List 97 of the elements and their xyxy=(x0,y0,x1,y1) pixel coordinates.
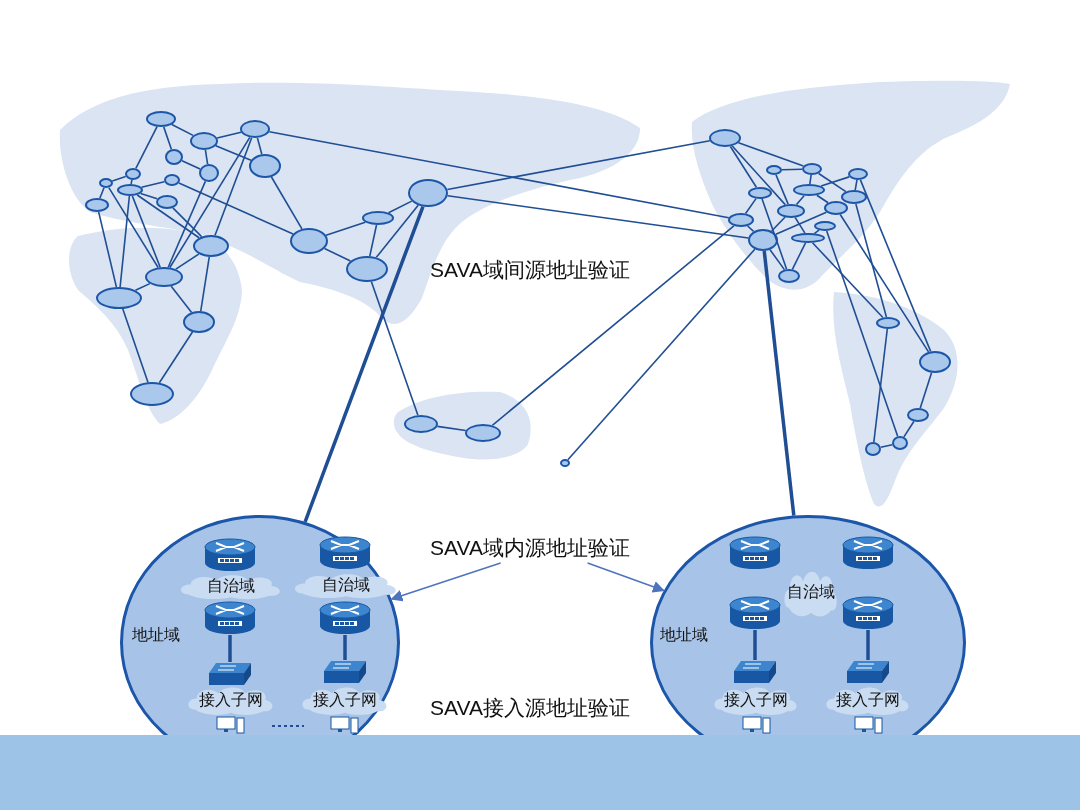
cloud-label: 接入子网 xyxy=(836,690,900,710)
connector-line xyxy=(323,247,352,262)
connector-line xyxy=(873,328,889,443)
network-node-ellipse xyxy=(560,459,570,467)
connector-line xyxy=(775,174,789,205)
connector-line xyxy=(491,225,735,427)
connector-line xyxy=(746,225,755,233)
connector-line xyxy=(268,130,730,219)
connector-line xyxy=(436,425,467,432)
network-node-ellipse xyxy=(766,165,782,175)
network-node-ellipse xyxy=(814,221,836,231)
connector-line xyxy=(108,186,159,269)
connector-line xyxy=(813,229,820,235)
connector-line xyxy=(170,285,193,314)
connector-line xyxy=(769,248,786,271)
network-node-ellipse xyxy=(130,382,174,406)
connector-line xyxy=(761,198,788,270)
connector-line xyxy=(228,635,232,662)
connector-line xyxy=(169,136,251,269)
connector-line xyxy=(903,420,915,438)
connector-line xyxy=(854,179,858,191)
connector-line xyxy=(816,194,829,204)
cloud-label: 自治域 xyxy=(207,576,255,596)
connector-line xyxy=(256,137,263,156)
arrow xyxy=(390,562,502,602)
connector-line xyxy=(839,213,930,353)
connector-line xyxy=(167,180,207,269)
connector-line xyxy=(753,630,757,660)
cloud-label: 接入子网 xyxy=(724,690,788,710)
connector-line xyxy=(855,203,888,318)
connector-line xyxy=(375,204,419,259)
domain-label: 地址域 xyxy=(132,625,180,645)
connector-line xyxy=(781,168,803,171)
connector-line xyxy=(121,308,149,383)
connector-line xyxy=(343,635,347,660)
connector-line xyxy=(99,187,105,199)
connector-line xyxy=(811,242,884,319)
connector-line xyxy=(175,253,200,270)
connector-line xyxy=(181,159,201,170)
connector-line xyxy=(111,175,127,182)
connector-line xyxy=(172,207,203,238)
connector-line xyxy=(795,194,805,206)
connector-line xyxy=(729,145,758,189)
cloud-label: 接入子网 xyxy=(313,690,377,710)
connector-line xyxy=(171,123,194,137)
connector-line xyxy=(370,280,419,416)
connector-line xyxy=(919,371,933,409)
connector-line xyxy=(204,149,209,165)
connector-line xyxy=(158,331,194,384)
cloud-label: 接入子网 xyxy=(199,690,263,710)
connector-line xyxy=(775,211,828,236)
connector-line xyxy=(216,131,242,139)
connector-line xyxy=(178,182,294,235)
connector-line xyxy=(368,224,378,257)
connector-line xyxy=(162,126,173,151)
connector-line xyxy=(791,242,807,271)
connector-line xyxy=(859,179,932,353)
connector-line xyxy=(446,140,711,191)
connector-line xyxy=(134,282,151,292)
connector-line xyxy=(731,145,787,206)
annotation-text: SAVA域内源地址验证 xyxy=(430,535,630,562)
connector-line xyxy=(446,194,750,239)
connector-line xyxy=(97,211,118,288)
domain-label: 地址域 xyxy=(660,625,708,645)
annotation-text: SAVA接入源地址验证 xyxy=(430,695,630,721)
connector-line xyxy=(135,125,158,170)
connector-line xyxy=(139,192,158,200)
connector-line xyxy=(387,200,413,214)
connector-line xyxy=(820,176,850,187)
connector-line xyxy=(303,205,425,523)
connector-line xyxy=(199,256,211,312)
network-node-ellipse xyxy=(99,178,113,188)
connector-line xyxy=(215,145,252,162)
connector-line xyxy=(119,195,131,288)
connector-line xyxy=(214,137,253,237)
cloud-label: 自治域 xyxy=(787,582,835,602)
cloud-label: 自治域 xyxy=(322,575,370,595)
connector-line xyxy=(140,181,166,189)
connector-line xyxy=(770,216,786,232)
connector-line xyxy=(130,179,133,185)
arrow xyxy=(586,562,665,593)
connector-line xyxy=(817,172,847,193)
connector-line xyxy=(567,248,756,461)
connector-line xyxy=(866,630,870,660)
network-node-ellipse xyxy=(791,233,825,243)
connector-line xyxy=(136,194,200,239)
connector-line xyxy=(825,230,899,438)
connector-line xyxy=(762,250,796,516)
connector-line xyxy=(325,221,367,237)
connector-line xyxy=(131,195,161,268)
connector-line xyxy=(744,197,757,215)
connector-line xyxy=(879,443,894,449)
connector-line xyxy=(270,176,303,230)
connector-line xyxy=(809,174,812,185)
annotation-text: SAVA域间源地址验证 xyxy=(430,257,630,283)
connector-line xyxy=(794,216,806,234)
connector-line xyxy=(737,142,805,167)
